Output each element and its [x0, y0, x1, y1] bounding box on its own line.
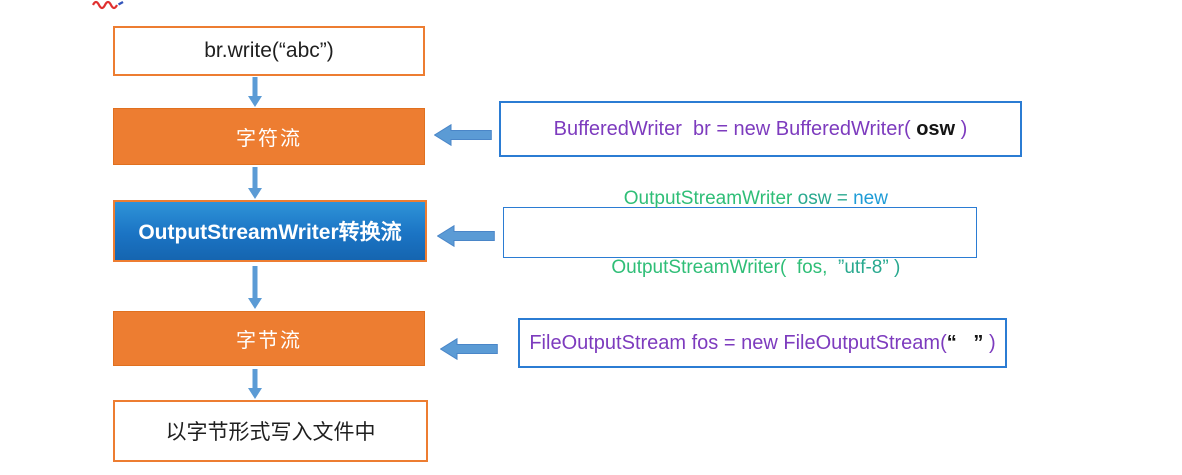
down-arrow-icon [248, 266, 262, 309]
note-fileoutputstream: FileOutputStream fos = new FileOutputStr… [518, 318, 1007, 368]
down-arrow-icon [248, 369, 262, 399]
fileoutputstream-quote-close: ” [973, 331, 984, 354]
write-call-label: br.write(“abc”) [204, 39, 334, 62]
file-write-label: 以字节形式写入文件中 [165, 421, 376, 444]
fileoutputstream-gap [957, 332, 974, 355]
flow-box-char-stream: 字符流 [113, 108, 425, 165]
outputstreamwriter-line2: OutputStreamWriter( fos, ”utf-8” ) [580, 233, 901, 302]
flow-box-converter-stream: OutputStreamWriter转换流 [113, 200, 427, 262]
flow-box-file-write: 以字节形式写入文件中 [113, 400, 428, 462]
bufferedwriter-code: BufferedWriter br = new BufferedWriter( [553, 117, 917, 140]
left-arrow-icon [440, 337, 498, 361]
red-scribble-icon [92, 0, 124, 10]
osw-line1-class: OutputStreamWriter [623, 187, 798, 209]
down-arrow-icon [248, 167, 262, 199]
bufferedwriter-arg: osw [916, 117, 956, 140]
left-arrow-icon [434, 123, 492, 147]
osw-line1-new: new [853, 187, 888, 209]
flow-box-write-call: br.write(“abc”) [113, 26, 425, 76]
converter-stream-label: OutputStreamWriter转换流 [138, 221, 402, 244]
fileoutputstream-code-end: ) [983, 331, 996, 354]
osw-line2-args: ”utf-8” ) [827, 256, 901, 278]
left-arrow-icon [437, 224, 495, 248]
bufferedwriter-code-end: ) [955, 117, 968, 140]
fileoutputstream-quote-open: “ [946, 331, 957, 354]
fileoutputstream-code: FileOutputStream fos = new FileOutputStr… [529, 331, 947, 354]
flow-box-byte-stream: 字节流 [113, 311, 425, 366]
byte-stream-label: 字节流 [236, 330, 302, 352]
osw-line1-var: osw = [797, 187, 854, 209]
outputstreamwriter-line1: OutputStreamWriter osw = new [592, 164, 888, 233]
char-stream-label: 字符流 [236, 128, 302, 150]
note-bufferedwriter: BufferedWriter br = new BufferedWriter( … [499, 101, 1022, 157]
osw-line2-call: OutputStreamWriter( fos, [611, 256, 828, 278]
down-arrow-icon [248, 77, 262, 107]
note-outputstreamwriter: OutputStreamWriter osw = new OutputStrea… [503, 188, 977, 278]
